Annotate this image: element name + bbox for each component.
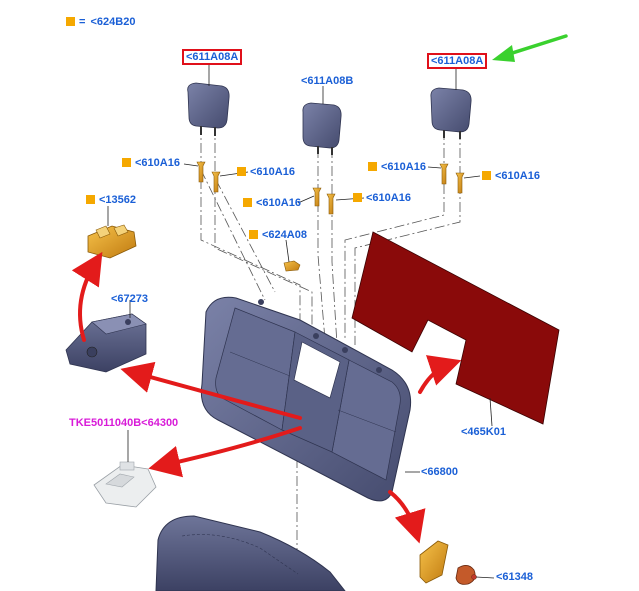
label-headrest-right[interactable]: <611A08A — [427, 53, 488, 69]
bracket-graphic — [87, 224, 137, 259]
legend: = <624B20 — [66, 16, 135, 29]
label-bracket-top[interactable]: <13562 — [86, 194, 136, 207]
latch-graphic — [419, 540, 477, 585]
orange-square-icon — [122, 158, 131, 167]
orange-square-icon — [237, 167, 246, 176]
orange-square-icon — [249, 230, 258, 239]
orange-square-icon — [243, 198, 252, 207]
label-pin-left-a[interactable]: <610A16 — [122, 157, 180, 170]
red-flow-arrows — [71, 251, 462, 544]
label-pin-right-a[interactable]: <610A16 — [368, 161, 426, 174]
label-clip-center[interactable]: <624A08 — [249, 229, 307, 242]
label-hinge-block[interactable]: <67273 — [111, 293, 149, 305]
label-pin-center-a[interactable]: <610A16 — [243, 197, 301, 210]
label-back-panel[interactable]: <465K01 — [461, 426, 506, 438]
guide-pins — [196, 161, 465, 215]
label-pin-right-b[interactable]: <610A16 — [482, 170, 540, 183]
orange-square-icon — [368, 162, 377, 171]
seat-back-graphic — [200, 296, 412, 502]
hinge-block-graphic — [65, 313, 147, 373]
label-pin-center-b[interactable]: <610A16 — [353, 192, 411, 205]
label-headrest-left[interactable]: <611A08A — [182, 49, 243, 65]
label-latch[interactable]: <61348 — [496, 571, 534, 583]
back-panel-graphic — [351, 231, 560, 425]
orange-square-icon — [353, 193, 362, 202]
orange-square-icon — [66, 17, 75, 26]
label-seat-back[interactable]: <66800 — [421, 466, 459, 478]
seat-cushion-graphic — [155, 515, 346, 591]
label-hinge-cover[interactable]: TKE5011040B<64300 — [69, 417, 179, 429]
orange-square-icon — [86, 195, 95, 204]
clip-graphic — [283, 260, 301, 272]
green-pointer-arrow — [492, 34, 568, 62]
headrest-left-graphic — [187, 82, 230, 136]
headrest-right-graphic — [430, 87, 472, 139]
orange-square-icon — [482, 171, 491, 180]
label-pin-left-b[interactable]: <610A16 — [237, 166, 295, 179]
hinge-cover-graphic — [93, 461, 157, 508]
label-headrest-center[interactable]: <611A08B — [301, 75, 354, 87]
headrest-center-graphic — [302, 102, 342, 155]
